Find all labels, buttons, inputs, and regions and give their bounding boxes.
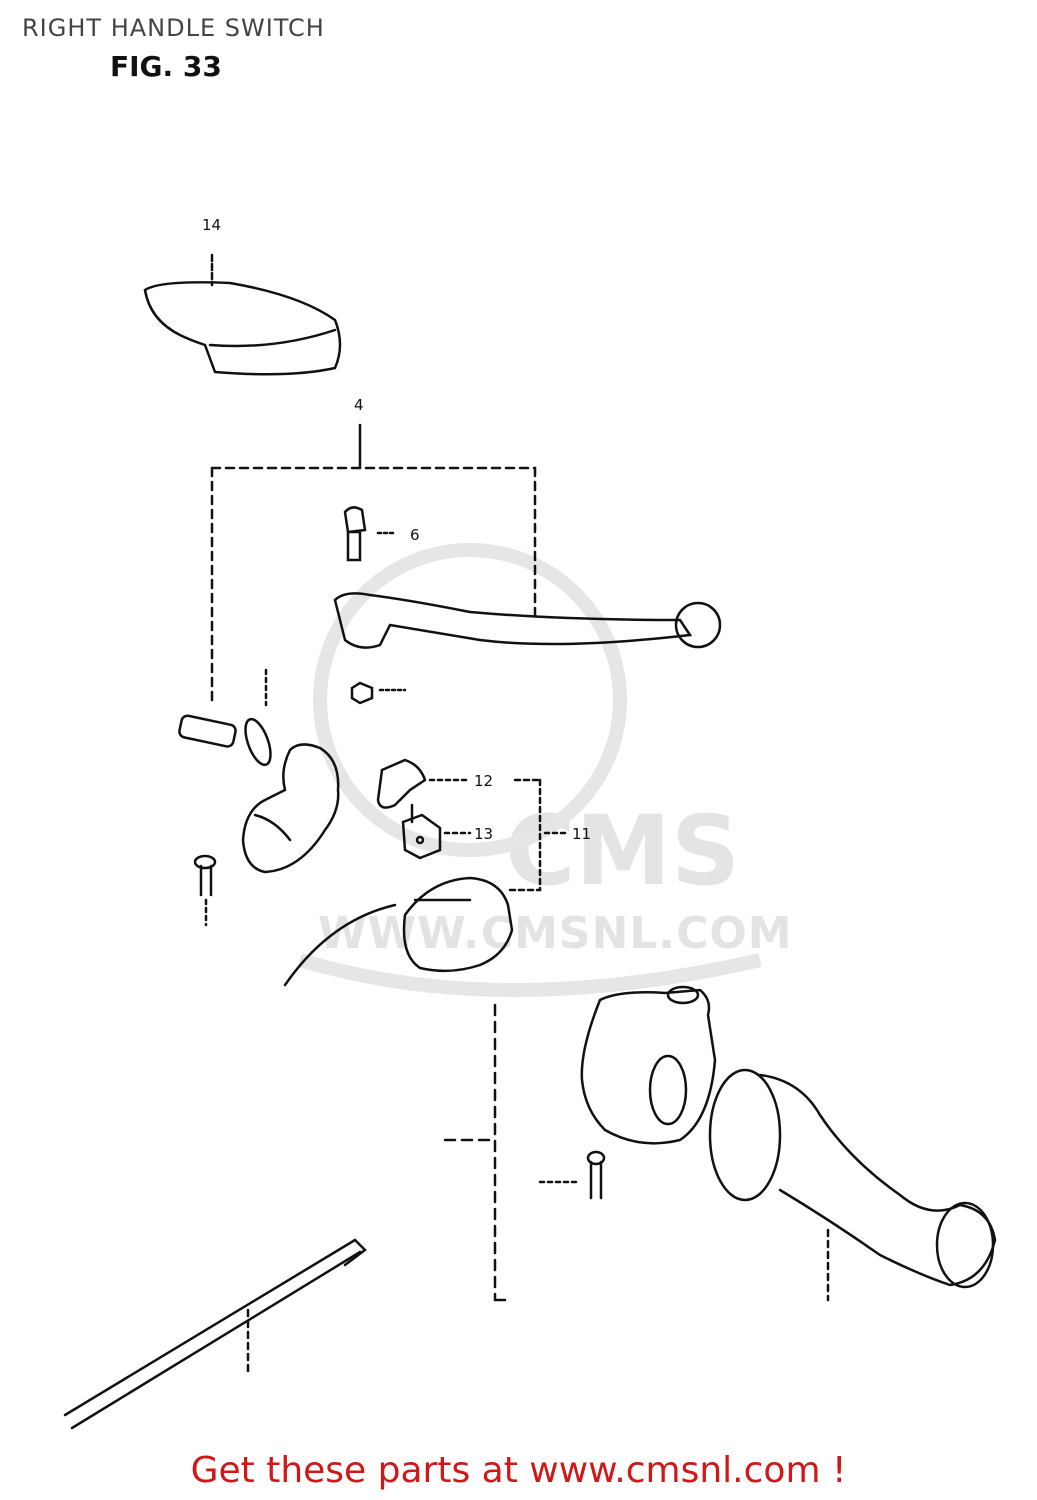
throttle-cable bbox=[63, 1238, 367, 1430]
handlebar-arc bbox=[283, 903, 397, 987]
part-14-cover bbox=[143, 253, 342, 376]
watermark-url: WWW.CMSNL.COM bbox=[318, 908, 793, 959]
housing-screw bbox=[193, 854, 217, 927]
callout-12: 12 bbox=[474, 772, 493, 790]
watermark-brand: CMS bbox=[505, 795, 741, 907]
callout-13: 13 bbox=[474, 825, 493, 843]
part-6-pivot-bolt bbox=[343, 506, 397, 562]
figure-number: FIG. 33 bbox=[110, 50, 222, 83]
callout-6: 6 bbox=[410, 526, 420, 544]
part-13-plate bbox=[401, 803, 472, 860]
footer-link[interactable]: Get these parts at www.cmsnl.com ! bbox=[190, 1450, 847, 1491]
part-4-bracket bbox=[210, 423, 537, 702]
throttle-grip bbox=[708, 1068, 997, 1302]
part-12-switch-contact bbox=[376, 758, 472, 809]
watermark-mascot bbox=[297, 543, 762, 997]
callout-14: 14 bbox=[202, 216, 221, 234]
throttle-housing bbox=[580, 985, 717, 1145]
switch-housing-upper bbox=[402, 876, 514, 973]
page-title: RIGHT HANDLE SWITCH bbox=[22, 14, 325, 42]
throttle-screw bbox=[538, 1150, 606, 1200]
callout-11: 11 bbox=[572, 825, 591, 843]
throttle-bracket bbox=[443, 1003, 512, 1302]
part-7-nut bbox=[350, 681, 407, 705]
callout-4: 4 bbox=[354, 396, 364, 414]
switch-housing-lower bbox=[241, 743, 340, 874]
lever-pin bbox=[178, 668, 272, 767]
part-11-bracket bbox=[508, 778, 570, 892]
brake-lever bbox=[333, 592, 722, 649]
